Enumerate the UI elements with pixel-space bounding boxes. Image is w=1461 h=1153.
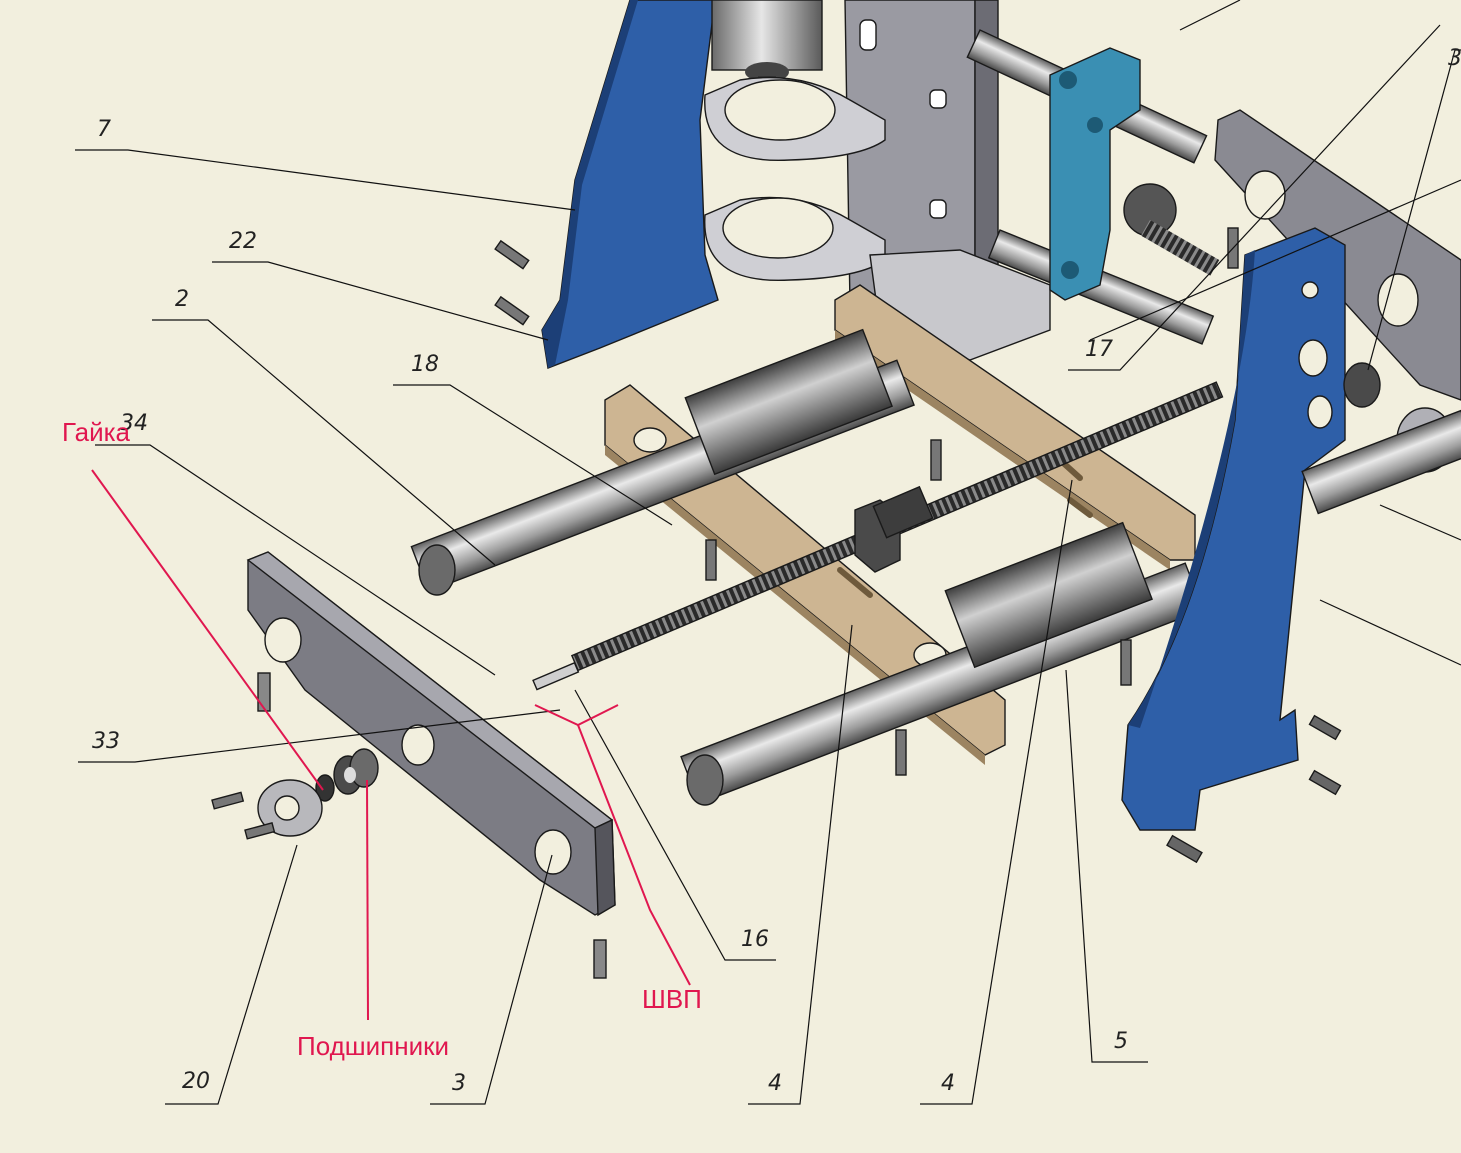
- front-end-plate: [246, 551, 616, 979]
- callout-4-right: 4: [941, 1071, 955, 1096]
- callout-3-top: 3: [1448, 46, 1461, 71]
- callout-16: 16: [741, 927, 769, 952]
- callout-5: 5: [1114, 1029, 1128, 1054]
- left-side-plate: [541, 0, 719, 369]
- callout-17: 17: [1085, 337, 1113, 362]
- callout-7: 7: [97, 117, 111, 142]
- callout-34: 34: [120, 411, 148, 436]
- callout-20: 20: [182, 1069, 210, 1094]
- ballscrew: [532, 381, 1224, 691]
- spindle-clamp-lower: [704, 196, 886, 282]
- annotation-nut: Гайка: [62, 417, 131, 447]
- callout-18: 18: [411, 352, 439, 377]
- bearing-stack: [315, 748, 379, 802]
- y-carriage-block: [1049, 47, 1141, 301]
- spindle-clamp-upper: [704, 76, 886, 162]
- annotation-ballscrew: ШВП: [642, 984, 702, 1014]
- right-side-plate: [1121, 227, 1461, 864]
- callout-33: 33: [92, 729, 120, 754]
- callout-numbers: 7 22 2 18 34 17 33 16 20 3 4 4 5 3: [92, 46, 1461, 1096]
- callout-22: 22: [229, 229, 257, 254]
- leader-lines: [75, 0, 1461, 1105]
- x-rod-rear: [680, 521, 1204, 806]
- spindle-motor: [711, 0, 823, 71]
- callout-2: 2: [175, 287, 189, 312]
- callout-4-left: 4: [768, 1071, 782, 1096]
- x-rod-front: [410, 328, 915, 596]
- left-side-plate-edge: [542, 0, 638, 368]
- annotations: Гайка Подшипники ШВП: [62, 417, 702, 1061]
- annotation-bearings: Подшипники: [297, 1031, 449, 1061]
- callout-3: 3: [452, 1071, 466, 1096]
- annotation-lines: [91, 469, 691, 1021]
- bearing-flange: [211, 779, 323, 840]
